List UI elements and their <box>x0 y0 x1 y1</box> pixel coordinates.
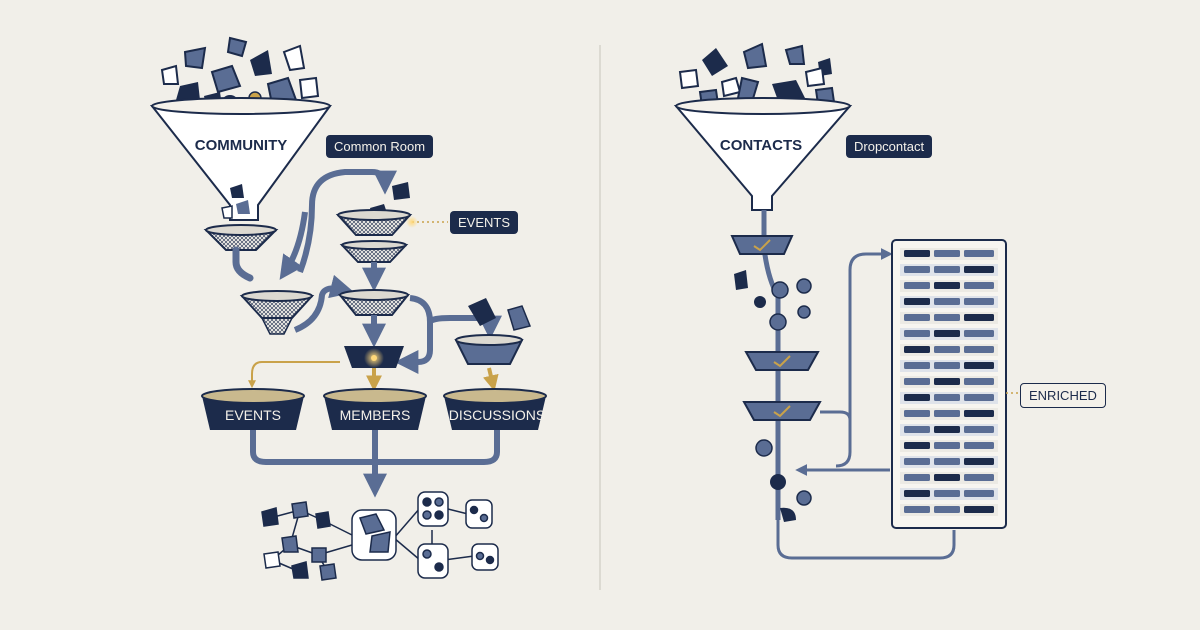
database-cell <box>934 474 960 481</box>
database-cell <box>904 442 930 449</box>
enriched-database-rows <box>900 248 998 516</box>
database-cell <box>934 410 960 417</box>
events-callout-tag: EVENTS <box>450 211 519 234</box>
community-funnel-label: COMMUNITY <box>195 137 288 154</box>
database-cell <box>934 442 960 449</box>
database-cell <box>964 282 994 289</box>
database-cell <box>964 314 994 321</box>
database-cell <box>934 346 960 353</box>
database-cell <box>964 426 994 433</box>
database-cell <box>904 346 930 353</box>
database-cell <box>934 266 960 273</box>
filter-stage-1 <box>730 235 794 255</box>
filter-stage-2 <box>744 351 820 371</box>
discussions-bucket: DISCUSSIONS <box>443 388 547 430</box>
database-cell <box>904 362 930 369</box>
database-cell <box>904 282 930 289</box>
database-cell <box>904 474 930 481</box>
database-cell <box>934 490 960 497</box>
database-cell <box>964 394 994 401</box>
database-cell <box>964 442 994 449</box>
database-cell <box>964 506 994 513</box>
database-cell <box>964 458 994 465</box>
dropcontact-tag: Dropcontact <box>846 135 933 158</box>
database-cell <box>964 330 994 337</box>
database-cell <box>934 378 960 385</box>
database-cell <box>904 330 930 337</box>
database-cell <box>904 298 930 305</box>
enrichment-loop-bottom <box>776 520 956 560</box>
database-cell <box>964 266 994 273</box>
database-cell <box>964 250 994 257</box>
database-cell <box>934 362 960 369</box>
database-cell <box>904 426 930 433</box>
database-cell <box>904 314 930 321</box>
database-cell <box>964 490 994 497</box>
database-cell <box>904 394 930 401</box>
database-cell <box>904 266 930 273</box>
database-cell <box>964 474 994 481</box>
database-cell <box>904 506 930 513</box>
database-cell <box>934 250 960 257</box>
enrichment-loop-up <box>835 248 893 468</box>
contacts-funnel-label: CONTACTS <box>720 137 802 154</box>
database-cell <box>904 490 930 497</box>
common-room-tag: Common Room <box>326 135 434 158</box>
community-funnel-group: COMMUNITY <box>149 36 332 282</box>
database-cell <box>904 250 930 257</box>
members-bucket-label: MEMBERS <box>340 407 411 423</box>
database-cell <box>934 282 960 289</box>
database-cell <box>904 378 930 385</box>
database-cell <box>904 410 930 417</box>
database-cell <box>934 458 960 465</box>
filter-stage-3 <box>742 401 822 421</box>
database-cell <box>964 346 994 353</box>
contacts-funnel <box>673 105 853 211</box>
database-cell <box>964 410 994 417</box>
database-cell <box>904 458 930 465</box>
events-bucket-label: EVENTS <box>225 407 281 423</box>
events-sieve <box>335 209 413 292</box>
community-sieve-2 <box>239 290 315 335</box>
contacts-falling-shapes <box>734 270 812 522</box>
database-cell <box>964 362 994 369</box>
community-network-graph <box>261 491 499 581</box>
enriched-callout-tag: ENRICHED <box>1020 383 1106 408</box>
community-sieve-3 <box>337 289 411 348</box>
database-cell <box>934 426 960 433</box>
database-cell <box>964 298 994 305</box>
database-cell <box>934 330 960 337</box>
database-cell <box>934 298 960 305</box>
contacts-input-shapes <box>678 42 836 108</box>
events-bucket: EVENTS <box>201 388 305 430</box>
database-cell <box>934 394 960 401</box>
members-bucket: MEMBERS <box>323 388 427 430</box>
database-cell <box>934 314 960 321</box>
database-cell <box>964 378 994 385</box>
contacts-funnel-group: CONTACTS <box>673 42 853 211</box>
discussions-bucket-label: DISCUSSIONS <box>449 407 545 423</box>
database-cell <box>934 506 960 513</box>
flow-arrow-top <box>297 169 397 274</box>
